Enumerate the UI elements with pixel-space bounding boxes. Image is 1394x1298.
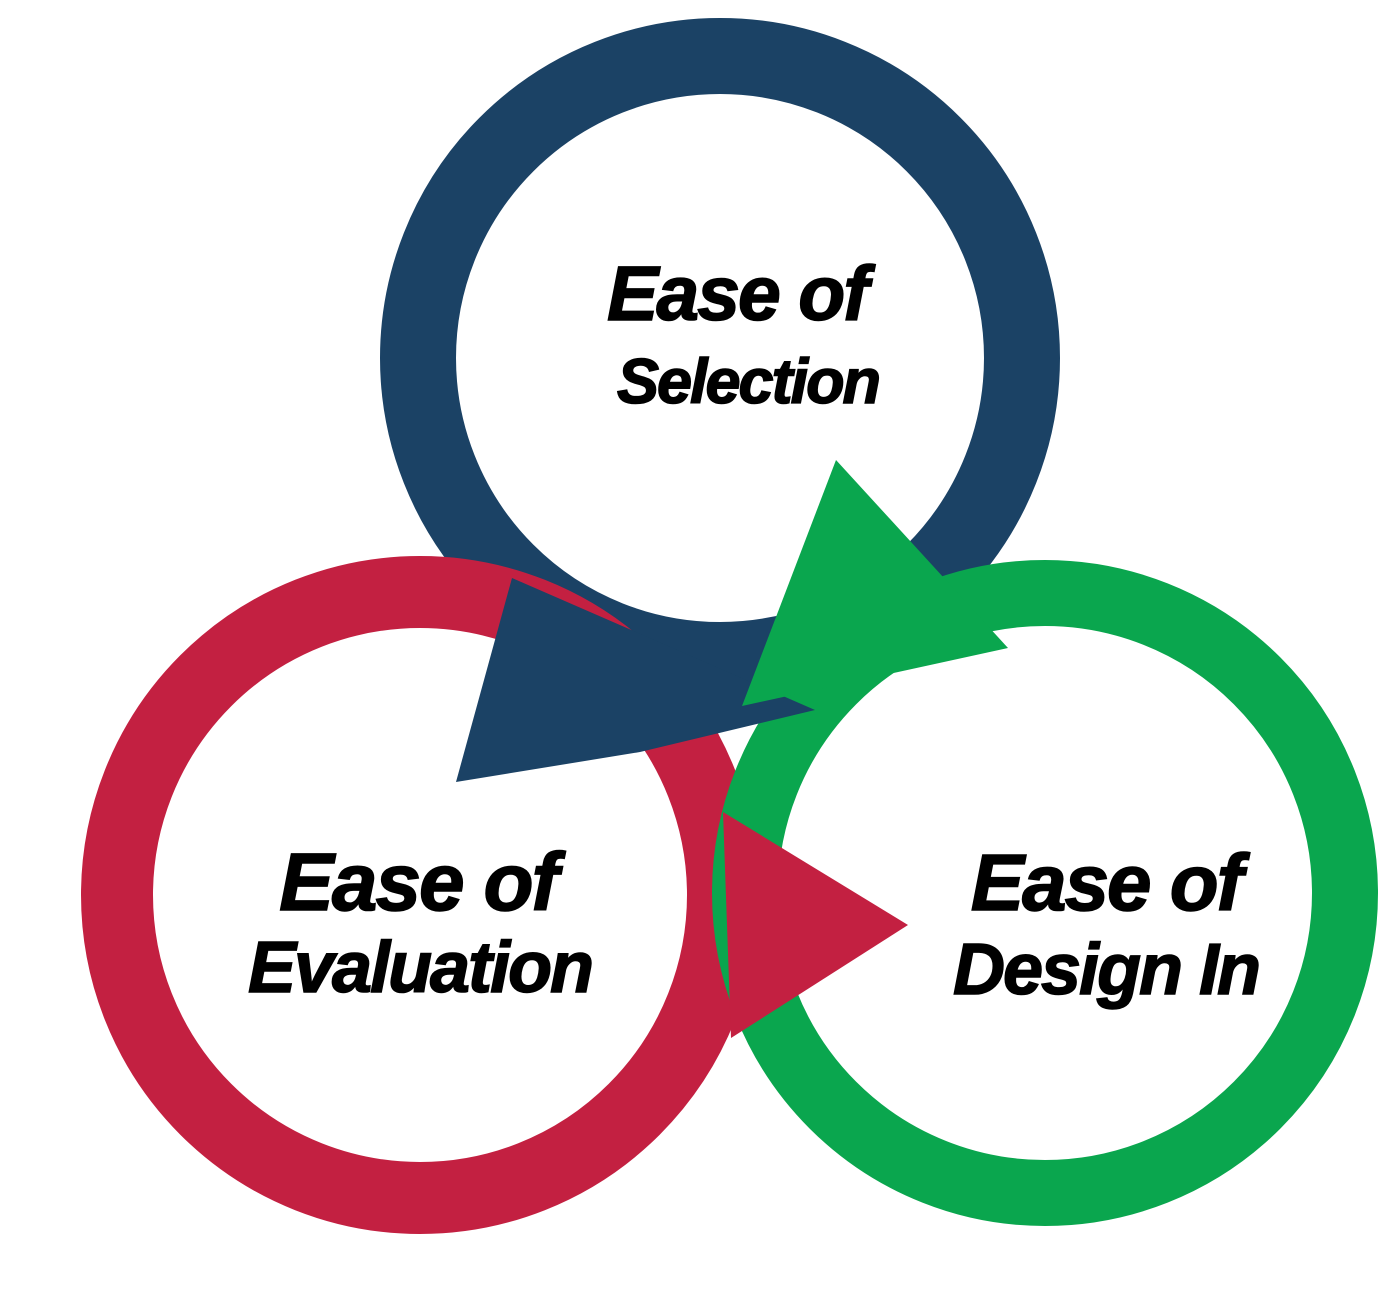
arrow-evaluation-to-design-in-icon [723, 812, 908, 1038]
design-in-label-line1: Ease of [970, 838, 1244, 927]
design-in-label-line2: Design In [952, 930, 1262, 1010]
arrow-selection-to-evaluation-icon [456, 578, 815, 782]
arrow-design-in-to-selection-icon [742, 460, 1008, 706]
selection-label-line2: Selection [616, 347, 882, 417]
evaluation-label-line2: Evaluation [247, 928, 595, 1008]
selection-label-line1: Ease of [606, 251, 869, 337]
evaluation-label-line1: Ease of [278, 837, 559, 928]
ring-selection [380, 18, 1060, 698]
